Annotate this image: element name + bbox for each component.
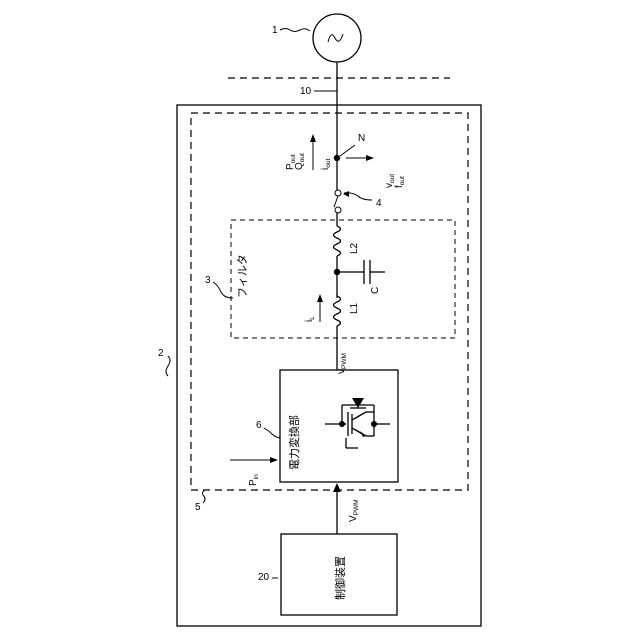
- svg-text:L1: L1: [349, 302, 360, 314]
- converter-label: 電力変換部: [287, 415, 301, 470]
- ref-switch: 4: [376, 198, 382, 209]
- leader-dashed-block: [202, 490, 205, 503]
- label-vpwm-top: vPWM: [336, 353, 348, 374]
- leader-node: [340, 145, 355, 156]
- ref-line: 10: [300, 86, 312, 97]
- node-label: N: [358, 133, 365, 144]
- ref-source: 1: [272, 25, 278, 36]
- inductor-l2: [334, 226, 341, 256]
- svg-text:L2: L2: [349, 242, 360, 254]
- ref-converter: 6: [256, 420, 262, 431]
- svg-text:C: C: [370, 287, 381, 294]
- svg-text:Pin: Pin: [248, 474, 260, 486]
- label-l2: L2: [349, 242, 360, 254]
- leader-source: [280, 29, 310, 32]
- leader-device: [166, 356, 170, 376]
- svg-text:VPWM: VPWM: [348, 499, 360, 522]
- output-arrow-head: [310, 134, 316, 142]
- leader-converter: [264, 428, 280, 438]
- ref-device: 2: [158, 348, 164, 359]
- filter-label: フィルタ: [236, 254, 249, 298]
- label-il: iL: [304, 316, 316, 322]
- svg-text:iout: iout: [320, 159, 332, 170]
- pin-arrow-head: [270, 457, 278, 463]
- igbt-diode-icon: [325, 398, 390, 448]
- ref-filter-block: 3: [205, 275, 211, 286]
- svg-text:フィルタ: フィルタ: [236, 254, 249, 298]
- switch: [334, 190, 341, 213]
- svg-text:電力変換部: 電力変換部: [287, 415, 301, 470]
- device-box: [177, 105, 481, 626]
- leader-filter-block: [213, 282, 233, 298]
- svg-text:制御装置: 制御装置: [333, 556, 347, 600]
- svg-text:vPWM: vPWM: [336, 353, 348, 374]
- node-dot: [334, 155, 340, 161]
- vout-arrow-head: [366, 155, 374, 161]
- ac-source: [313, 14, 361, 62]
- label-l1: L1: [349, 302, 360, 314]
- label-iout: iout: [320, 159, 332, 170]
- il-arrow-head: [317, 294, 323, 302]
- inductor-l1: [334, 296, 341, 326]
- ref-dashed-block: 5: [195, 502, 201, 513]
- label-pin: Pin: [248, 474, 260, 486]
- label-vpwm-bottom: VPWM: [348, 499, 360, 522]
- label-c: C: [370, 287, 381, 294]
- controller-label: 制御装置: [333, 556, 347, 600]
- ref-controller: 20: [258, 572, 270, 583]
- control-arrow-head: [333, 483, 341, 492]
- svg-text:iL: iL: [304, 316, 316, 322]
- filter-block: [231, 220, 455, 338]
- leader-switch-arrow: [343, 191, 349, 197]
